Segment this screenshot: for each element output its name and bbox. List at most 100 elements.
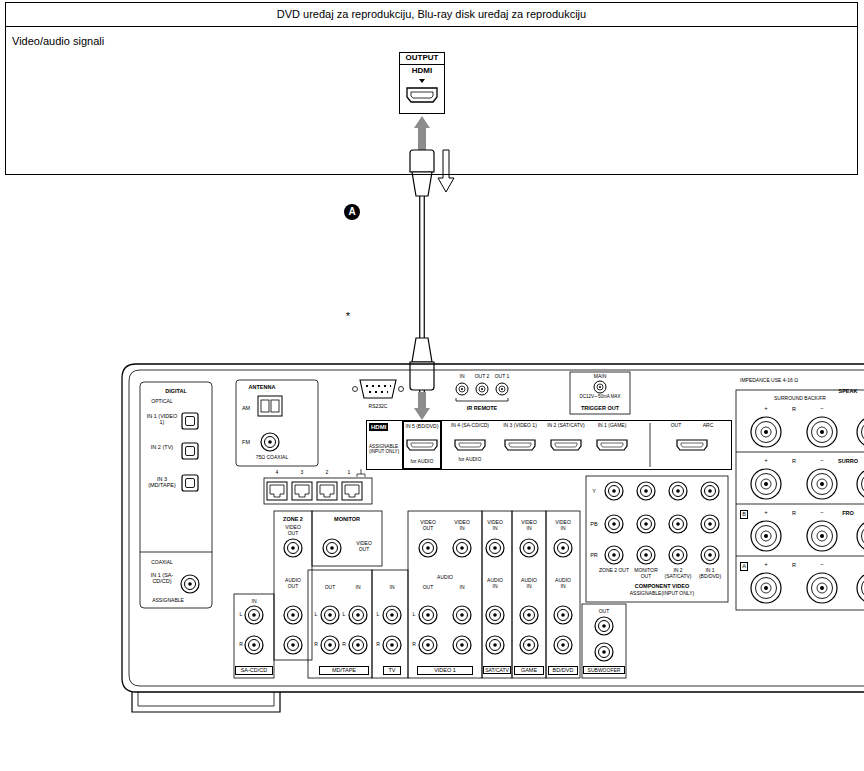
rca-jack — [520, 636, 538, 654]
panel-label: − — [818, 561, 826, 568]
rca-jack — [605, 482, 623, 500]
panel-label: IN 1 (BD/DVD) — [695, 568, 725, 579]
panel-label: FM — [239, 439, 253, 445]
digital-inputs — [140, 382, 212, 608]
panel-label: VIDEO IN — [519, 520, 539, 531]
section-frame — [546, 511, 580, 678]
panel-label: R — [411, 642, 417, 648]
panel-label: RS232C — [363, 404, 393, 410]
panel-label: AM — [239, 405, 253, 411]
panel-label: + — [762, 457, 770, 464]
rca-jack — [453, 606, 471, 624]
panel-label: L — [375, 612, 381, 618]
panel-label: 75Ω COAXIAL — [247, 455, 297, 461]
panel-label: IN — [455, 585, 469, 591]
panel-label: R — [313, 642, 319, 648]
rca-jack — [669, 515, 687, 533]
lan-port — [292, 482, 312, 500]
rca-jack — [486, 636, 504, 654]
panel-label: VIDEO OUT — [418, 520, 438, 531]
speaker-post — [857, 417, 864, 447]
rca-jack — [701, 482, 719, 500]
lan-port — [342, 482, 362, 500]
panel-label: SPEAK — [833, 388, 863, 394]
panel-label: R — [341, 642, 347, 648]
panel-label: + — [762, 561, 770, 568]
ir-jack — [476, 383, 488, 395]
panel-label: AUDIO OUT — [283, 578, 303, 589]
rca-jack — [701, 546, 719, 564]
network-symbol — [357, 469, 365, 477]
speaker-post — [807, 521, 837, 551]
optical-jack — [182, 475, 198, 491]
panel-label: IN 4 (SA-CD/CD) — [449, 423, 491, 429]
rca-jack — [554, 539, 572, 557]
hdmi-input-port: IN 5 (BD/DVD)for AUDIO — [402, 420, 442, 470]
panel-label: IN 2 (SAT/CATV) — [544, 423, 588, 429]
rca-jack — [554, 636, 572, 654]
section-frame — [482, 511, 512, 678]
panel-label: IN — [385, 585, 399, 591]
rca-jack — [419, 606, 437, 624]
rca-jack — [486, 606, 504, 624]
dsub-screw — [399, 387, 404, 392]
speaker-post — [751, 573, 781, 603]
rca-jack — [245, 636, 263, 654]
section-divider — [650, 423, 651, 467]
receiver-outline — [122, 364, 864, 692]
am-terminal — [258, 396, 282, 416]
panel-label: IN — [455, 374, 469, 380]
speaker-post — [751, 521, 781, 551]
rca-jack — [245, 606, 263, 624]
panel-label: IN 1 (GAME) — [592, 423, 632, 429]
am-terminal — [261, 400, 269, 412]
panel-label: ARC — [698, 423, 718, 429]
am-terminal — [271, 400, 279, 412]
footnote-mark: * — [343, 310, 353, 322]
panel-label: OUT 1 — [493, 374, 511, 380]
section-frame — [512, 511, 546, 678]
port-note: for AUDIO — [405, 459, 439, 465]
panel-label: 1 — [345, 470, 353, 476]
panel-label: − — [818, 405, 826, 412]
panel-label: PB — [589, 521, 599, 527]
trigger-jack — [594, 381, 606, 393]
receiver-foot — [132, 692, 280, 712]
panel-label: IN 1 (VIDEO 1) — [146, 413, 178, 425]
panel-label: AUDIO IN — [519, 578, 539, 589]
hdmi-port — [407, 440, 437, 450]
panel-label: R — [790, 510, 798, 516]
speaker-post — [807, 573, 837, 603]
speaker-terminals — [751, 417, 864, 603]
panel-label: COAXIAL — [145, 560, 179, 566]
callout-letter: A — [344, 204, 360, 220]
rca-jack — [284, 636, 302, 654]
panel-label: PR — [589, 552, 599, 558]
device-table: OUTPUTHDMIDVD uređaj za reprodukciju, Bl… — [5, 2, 858, 175]
section-frame — [372, 570, 408, 678]
panel-label: 4 — [273, 470, 281, 476]
panel-label: OUT — [666, 423, 686, 429]
rca-jack — [669, 482, 687, 500]
rca-jack — [419, 539, 437, 557]
rca-jack — [321, 636, 339, 654]
rca-jack — [383, 636, 401, 654]
section-frame — [586, 476, 728, 602]
panel-label: VIDEO OUT — [354, 541, 374, 552]
panel-label: ASSIGNABLE — [146, 598, 190, 604]
section-frame — [408, 511, 482, 678]
panel-label: VIDEO IN — [485, 520, 505, 531]
section-frame — [264, 478, 372, 504]
section-label: TV — [383, 666, 401, 675]
hdmi-ports — [407, 423, 707, 467]
optical-jack — [182, 443, 198, 459]
ir-jack — [496, 383, 508, 395]
panel-label: DIGITAL — [146, 388, 206, 394]
panel-label: IMPEDANCE USE 4-16 Ω — [740, 378, 836, 384]
rca-jack — [323, 539, 341, 557]
section-label: BD/DVD — [548, 666, 578, 675]
rs232c — [353, 380, 404, 398]
speaker-post — [751, 469, 781, 499]
section-label: A — [740, 562, 748, 571]
